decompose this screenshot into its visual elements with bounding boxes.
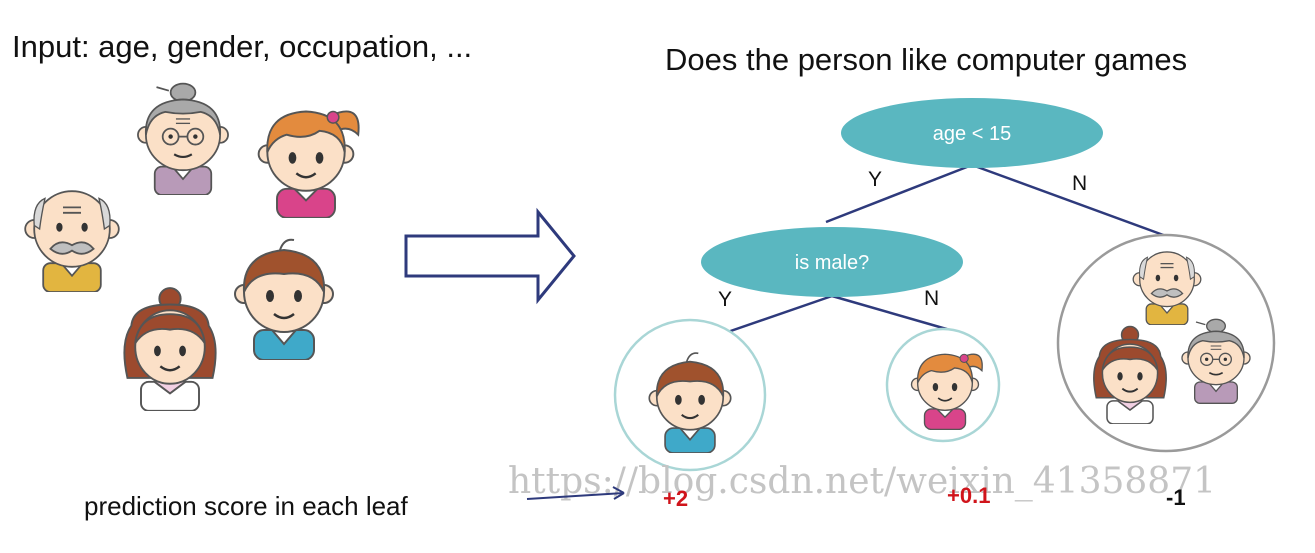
edge-inner-no — [831, 294, 951, 332]
inner-node — [701, 227, 963, 297]
branch-label-root-no: N — [1072, 172, 1087, 195]
grandfather-icon — [24, 190, 120, 292]
transform-arrow-icon — [404, 207, 576, 305]
score-caption: prediction score in each leaf — [84, 491, 409, 521]
branch-label-inner-yes: Y — [718, 288, 732, 311]
caption-arrowhead-icon — [612, 486, 625, 500]
root-node — [841, 98, 1103, 168]
root-node-label: age < 15 — [933, 123, 1011, 145]
input-title: Input: age, gender, occupation, ... — [12, 29, 472, 64]
leaf-score-3: -1 — [1166, 485, 1186, 510]
branch-label-root-yes: Y — [868, 168, 882, 191]
caption-arrow-line — [526, 492, 625, 500]
edge-root-yes — [825, 163, 973, 224]
edge-root-no — [971, 163, 1167, 238]
leaf-score-1: +2 — [663, 486, 688, 511]
watermark: https://blog.csdn.net/weixin_41358871 — [508, 461, 1216, 502]
boy-icon — [233, 238, 335, 360]
branch-label-inner-no: N — [924, 287, 939, 310]
inner-node-label: is male? — [795, 252, 869, 274]
grandmother-icon — [136, 82, 230, 195]
leaf-score-2: +0.1 — [947, 483, 990, 508]
question-title: Does the person like computer games — [665, 42, 1187, 77]
mother-icon — [123, 286, 217, 411]
girl-icon — [257, 110, 360, 218]
